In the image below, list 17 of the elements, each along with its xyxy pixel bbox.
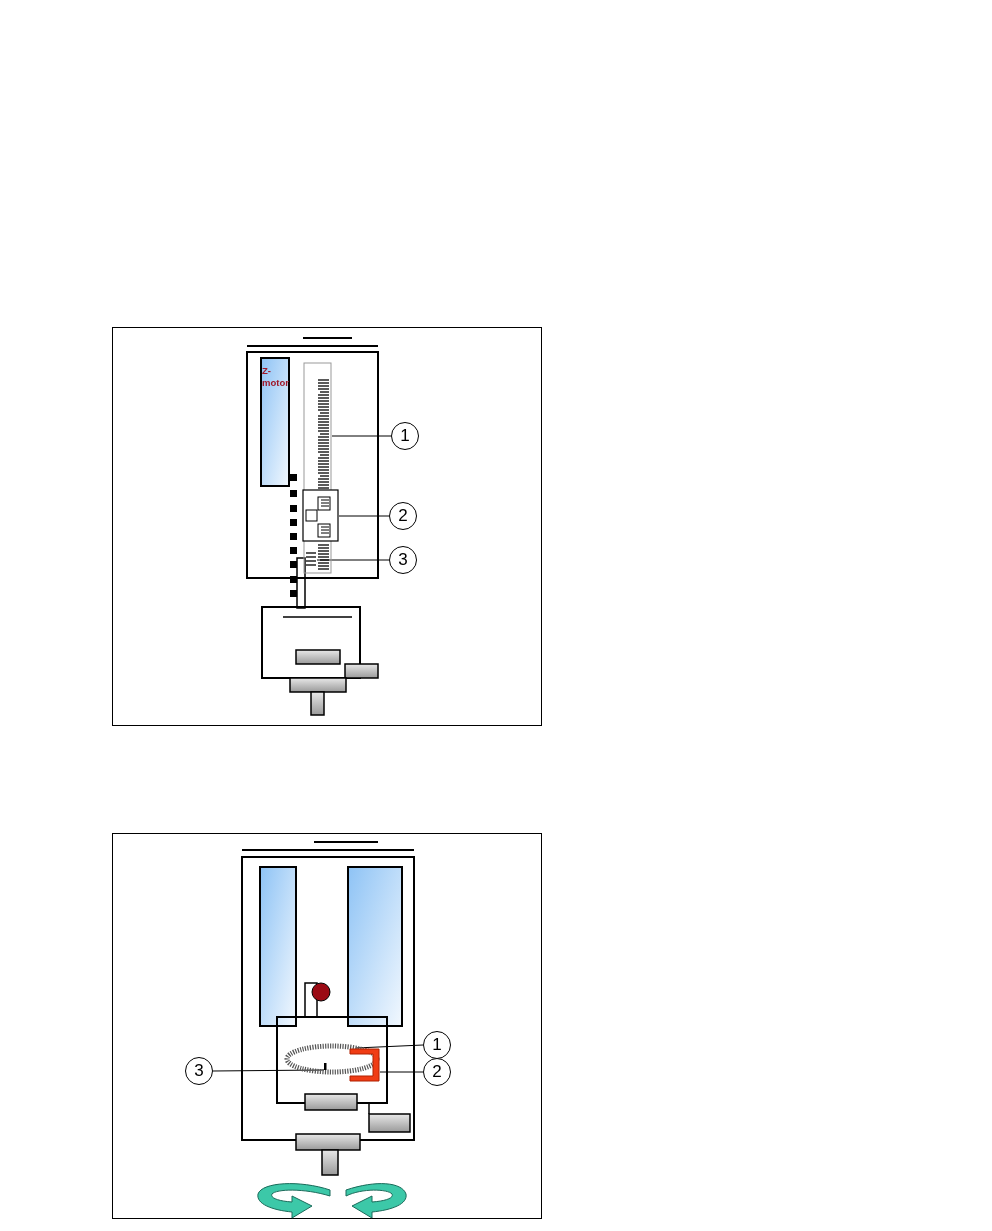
leader-line [338, 515, 390, 517]
callout-number: 2 [423, 1058, 451, 1086]
callout-number: 1 [391, 422, 419, 450]
leader-line [212, 1069, 325, 1072]
leader-line [379, 1071, 424, 1073]
leader-line [331, 435, 392, 437]
leader-line [316, 559, 390, 561]
callout-number: 3 [389, 546, 417, 574]
leader-line [355, 1044, 424, 1049]
callout-number: 1 [423, 1031, 451, 1059]
read-head [302, 489, 339, 542]
linear-scale [303, 362, 332, 574]
sensor-head [349, 1048, 380, 1082]
callout-number: 2 [389, 502, 417, 530]
reference-mark [324, 1063, 327, 1070]
reference-mark [305, 552, 317, 566]
callout-number: 3 [185, 1057, 213, 1085]
